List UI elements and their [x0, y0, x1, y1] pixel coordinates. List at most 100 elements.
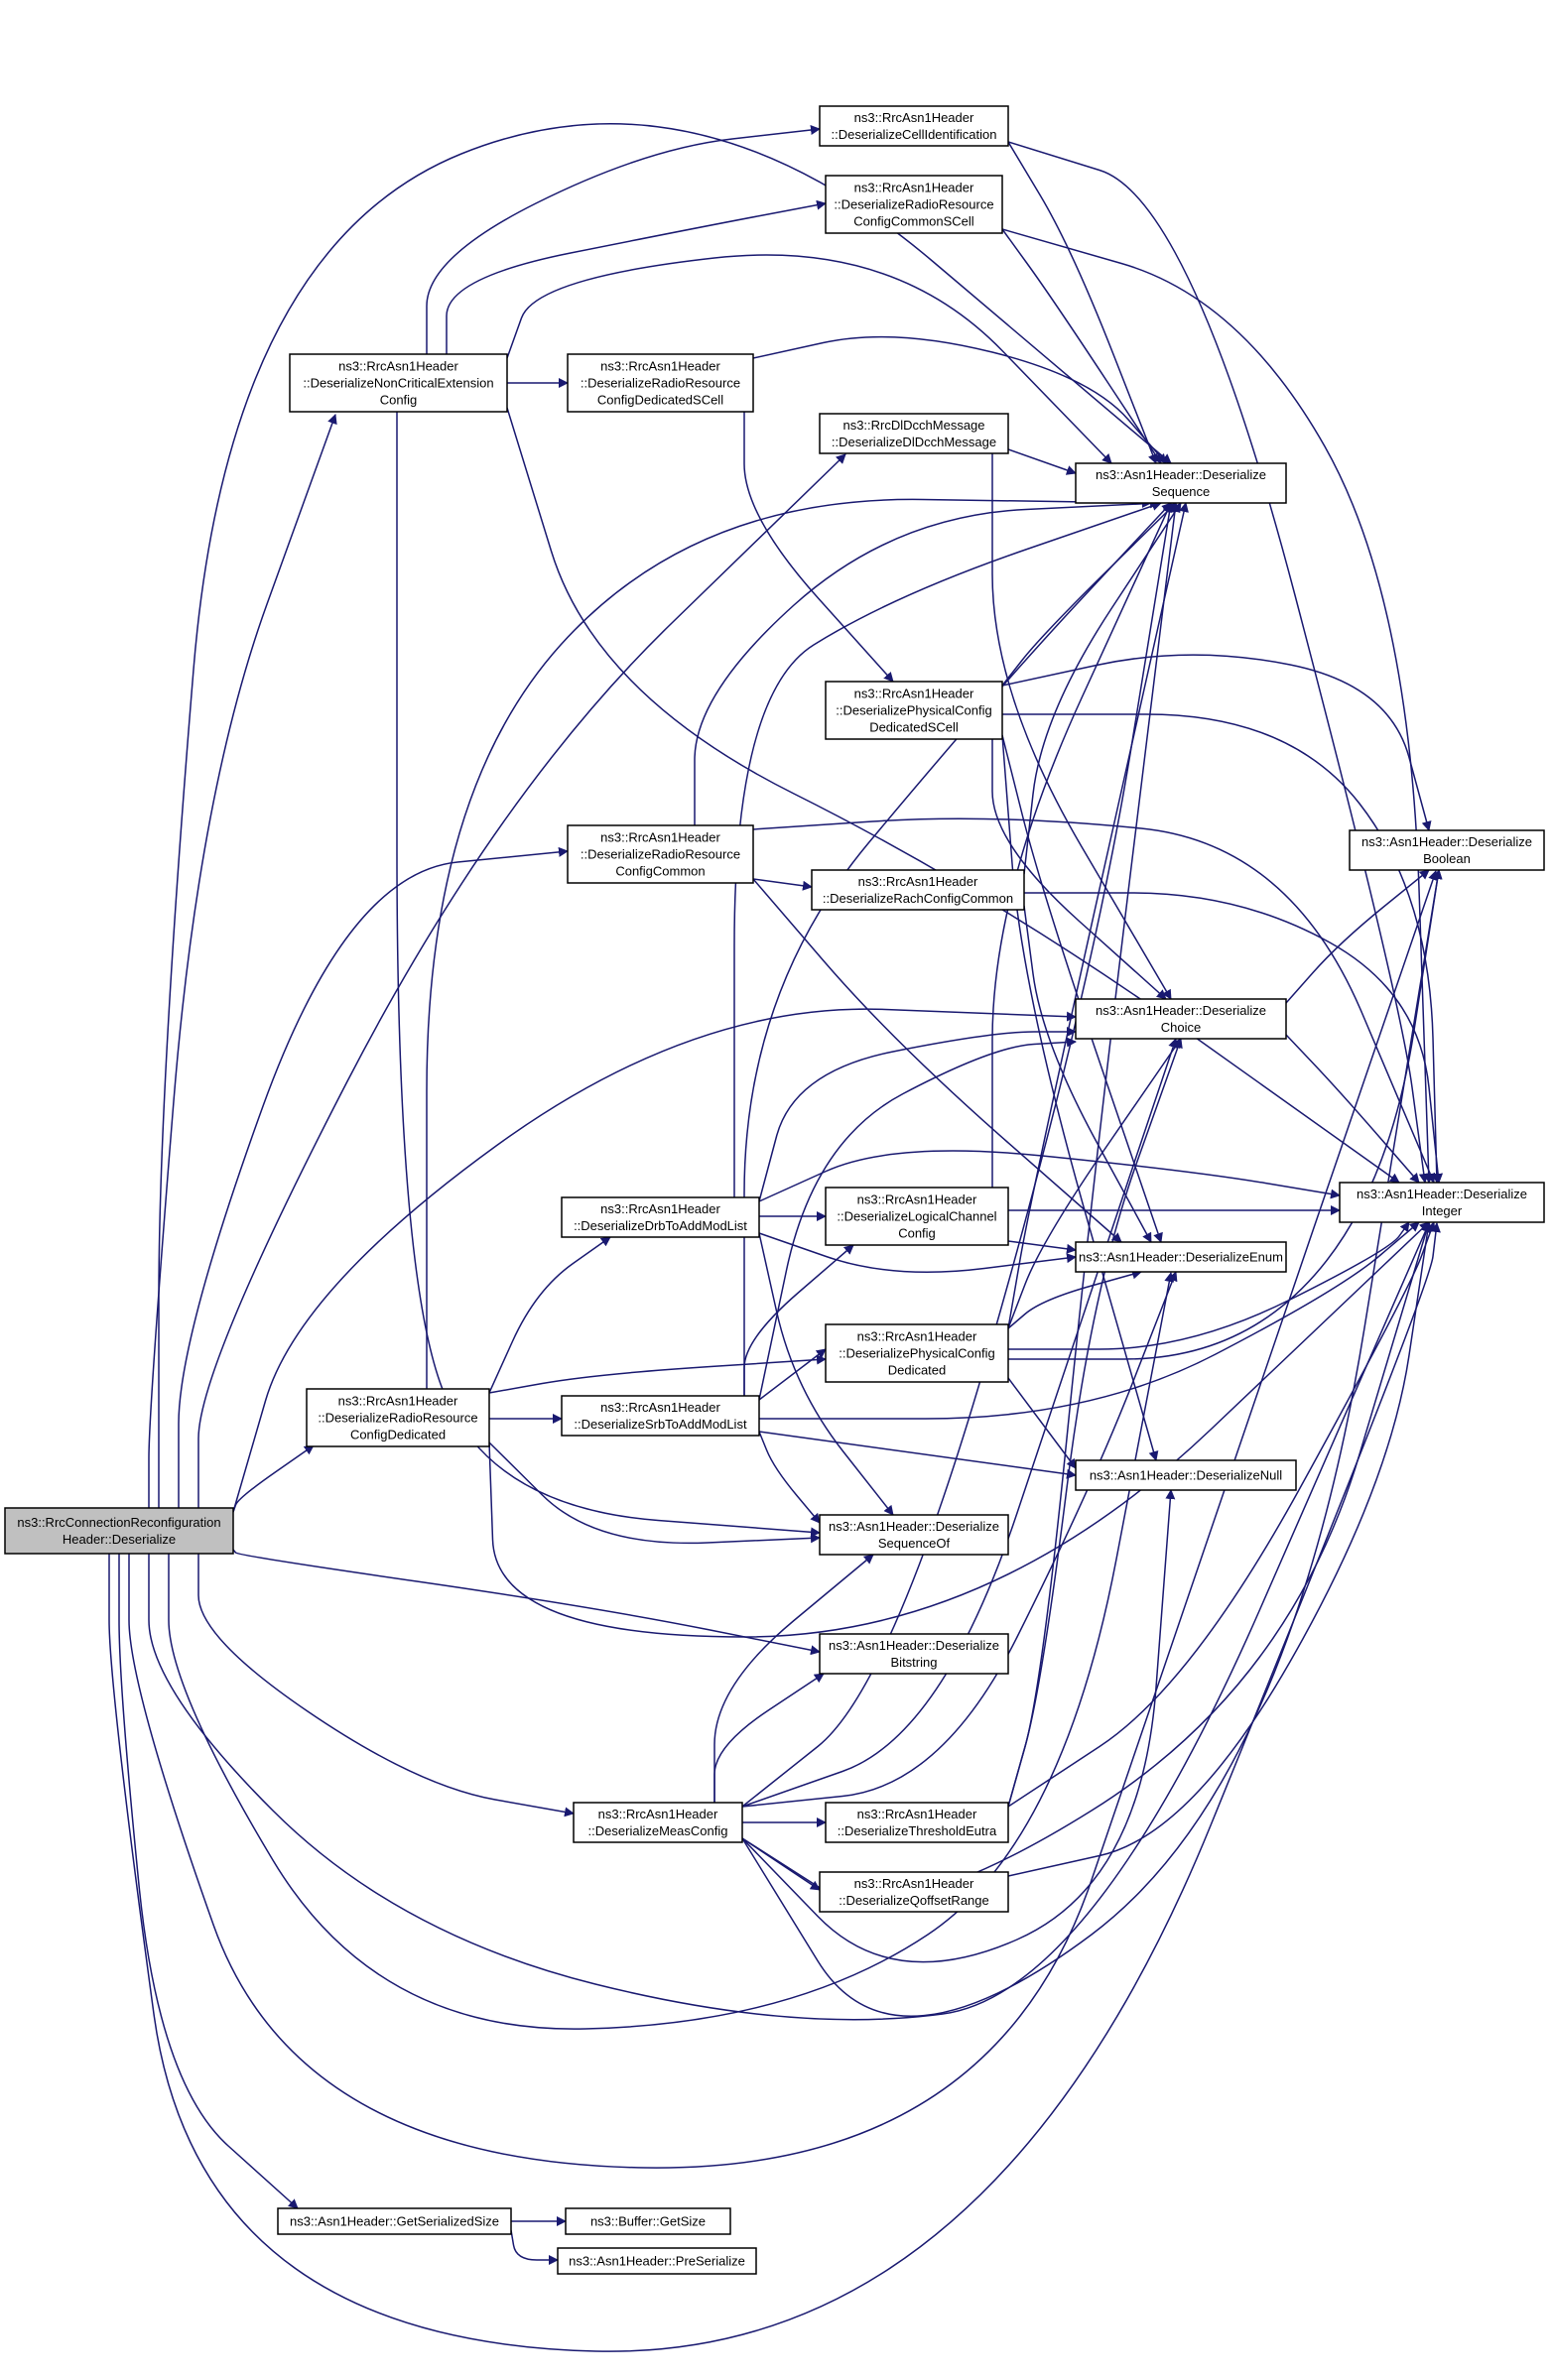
edge-rrDedicated-to-drb [488, 1236, 611, 1394]
node-label-bufGetSize-0: ns3::Buffer::GetSize [590, 2214, 706, 2229]
edge-rrDedicated-to-seq [426, 497, 1152, 1389]
node-box-null[interactable] [1075, 1459, 1297, 1491]
edge-nonCritical-to-cellIdent [426, 125, 821, 354]
node-box-rrCommonSCell[interactable] [825, 175, 1003, 234]
node-box-bufGetSize[interactable] [565, 2207, 731, 2235]
node-physDedSCell[interactable]: ns3::RrcAsn1Header::DeserializePhysicalC… [825, 681, 1003, 740]
node-label-physDedSCell-1: ::DeserializePhysicalConfig [836, 703, 992, 718]
node-box-rach[interactable] [811, 869, 1025, 911]
node-physDed[interactable]: ns3::RrcAsn1Header::DeserializePhysicalC… [825, 1323, 1009, 1383]
edge-dlDcch-to-seq [1007, 448, 1077, 475]
node-threshold[interactable]: ns3::RrcAsn1Header::DeserializeThreshold… [825, 1802, 1009, 1843]
edge-physDed-to-choice [1007, 1038, 1182, 1329]
node-box-measConfig[interactable] [573, 1802, 743, 1843]
node-label-rrCommon-2: ConfigCommon [615, 864, 705, 879]
node-logical[interactable]: ns3::RrcAsn1Header::DeserializeLogicalCh… [825, 1187, 1009, 1246]
node-label-null-0: ns3::Asn1Header::DeserializeNull [1090, 1468, 1282, 1483]
node-label-cellIdent-1: ::DeserializeCellIdentification [832, 127, 997, 142]
node-measConfig[interactable]: ns3::RrcAsn1Header::DeserializeMeasConfi… [573, 1802, 743, 1843]
node-box-integer[interactable] [1339, 1182, 1545, 1223]
node-cellIdent[interactable]: ns3::RrcAsn1Header::DeserializeCellIdent… [819, 105, 1009, 147]
node-label-physDed-2: Dedicated [888, 1363, 947, 1378]
edge-root-to-bool [128, 870, 1438, 2169]
node-getSerSize[interactable]: ns3::Asn1Header::GetSerializedSize [277, 2207, 512, 2235]
node-box-logical[interactable] [825, 1187, 1009, 1246]
node-label-measConfig-1: ::DeserializeMeasConfig [588, 1823, 728, 1838]
edge-physDed-to-enum [1007, 1269, 1142, 1329]
node-box-threshold[interactable] [825, 1802, 1009, 1843]
node-box-seqOf[interactable] [819, 1514, 1009, 1556]
node-box-preSerialize[interactable] [557, 2247, 757, 2275]
node-srb[interactable]: ns3::RrcAsn1Header::DeserializeSrbToAddM… [561, 1395, 760, 1437]
node-box-getSerSize[interactable] [277, 2207, 512, 2235]
edge-root-to-rrCommon [178, 846, 569, 1508]
node-box-bitstring[interactable] [819, 1633, 1009, 1675]
edge-root-to-bitstring [232, 1549, 821, 1656]
edge-nonCritical-to-seq [506, 254, 1112, 464]
edge-drb-to-seq [733, 501, 1162, 1198]
node-label-root-1: Header::Deserialize [63, 1532, 176, 1547]
node-label-qoffset-0: ns3::RrcAsn1Header [854, 1876, 974, 1891]
edge-root-to-rrDedicated [232, 1444, 315, 1513]
node-box-enum[interactable] [1075, 1241, 1287, 1273]
node-box-choice[interactable] [1075, 998, 1287, 1040]
node-box-root[interactable] [4, 1507, 234, 1555]
edge-physDedSCell-to-null [1001, 734, 1159, 1461]
node-box-qoffset[interactable] [819, 1871, 1009, 1913]
node-box-seq[interactable] [1075, 462, 1287, 504]
node-label-srb-0: ns3::RrcAsn1Header [600, 1400, 720, 1415]
node-box-physDedSCell[interactable] [825, 681, 1003, 740]
edge-srb-to-integer [759, 1221, 1420, 1420]
node-qoffset[interactable]: ns3::RrcAsn1Header::DeserializeQoffsetRa… [819, 1871, 1009, 1913]
edge-physDedSCell-to-seq [1001, 502, 1177, 687]
edge-logical-to-seq [991, 502, 1172, 1189]
edge-root-to-null [108, 1222, 1441, 2352]
node-box-rrDedicatedSCell[interactable] [567, 353, 754, 413]
node-root[interactable]: ns3::RrcConnectionReconfigurationHeader:… [4, 1507, 234, 1555]
node-box-nonCritical[interactable] [289, 353, 508, 413]
node-label-integer-1: Integer [1422, 1203, 1463, 1218]
node-label-root-0: ns3::RrcConnectionReconfiguration [17, 1515, 220, 1530]
edge-getSerSize-to-preSerialize [510, 2229, 559, 2265]
node-box-srb[interactable] [561, 1395, 760, 1437]
edge-measConfig-to-bool [741, 869, 1443, 2017]
node-null[interactable]: ns3::Asn1Header::DeserializeNull [1075, 1459, 1297, 1491]
node-label-bitstring-1: Bitstring [891, 1655, 938, 1670]
node-rach[interactable]: ns3::RrcAsn1Header::DeserializeRachConfi… [811, 869, 1025, 911]
node-label-rrDedicatedSCell-1: ::DeserializeRadioResource [581, 376, 740, 391]
node-label-rrCommon-0: ns3::RrcAsn1Header [600, 830, 720, 845]
node-label-cellIdent-0: ns3::RrcAsn1Header [854, 110, 974, 125]
node-drb[interactable]: ns3::RrcAsn1Header::DeserializeDrbToAddM… [561, 1196, 760, 1238]
node-bufGetSize[interactable]: ns3::Buffer::GetSize [565, 2207, 731, 2235]
node-enum[interactable]: ns3::Asn1Header::DeserializeEnum [1075, 1241, 1287, 1273]
node-preSerialize[interactable]: ns3::Asn1Header::PreSerialize [557, 2247, 757, 2275]
node-label-enum-0: ns3::Asn1Header::DeserializeEnum [1079, 1250, 1283, 1265]
edge-nonCritical-to-integer [506, 407, 1400, 1184]
call-nodes: ns3::RrcConnectionReconfigurationHeader:… [4, 105, 1545, 2275]
node-dlDcch[interactable]: ns3::RrcDlDcchMessage::DeserializeDlDcch… [819, 413, 1009, 454]
node-rrDedicatedSCell[interactable]: ns3::RrcAsn1Header::DeserializeRadioReso… [567, 353, 754, 413]
edge-threshold-to-integer [1007, 1221, 1436, 1808]
node-nonCritical[interactable]: ns3::RrcAsn1Header::DeserializeNonCritic… [289, 353, 508, 413]
node-box-rrDedicated[interactable] [306, 1388, 490, 1447]
node-box-cellIdent[interactable] [819, 105, 1009, 147]
edge-rach-to-enum [1023, 905, 1152, 1243]
node-box-physDed[interactable] [825, 1323, 1009, 1383]
edge-nonCritical-to-rrCommonSCell [446, 199, 827, 355]
edge-physDed-to-integer [1008, 1221, 1410, 1350]
node-rrCommon[interactable]: ns3::RrcAsn1Header::DeserializeRadioReso… [567, 824, 754, 884]
node-label-seq-1: Sequence [1152, 484, 1211, 499]
node-box-dlDcch[interactable] [819, 413, 1009, 454]
node-rrCommonSCell[interactable]: ns3::RrcAsn1Header::DeserializeRadioReso… [825, 175, 1003, 234]
node-rrDedicated[interactable]: ns3::RrcAsn1Header::DeserializeRadioReso… [306, 1388, 490, 1447]
node-box-bool[interactable] [1349, 829, 1545, 871]
node-box-drb[interactable] [561, 1196, 760, 1238]
node-label-threshold-0: ns3::RrcAsn1Header [857, 1807, 977, 1821]
node-box-rrCommon[interactable] [567, 824, 754, 884]
